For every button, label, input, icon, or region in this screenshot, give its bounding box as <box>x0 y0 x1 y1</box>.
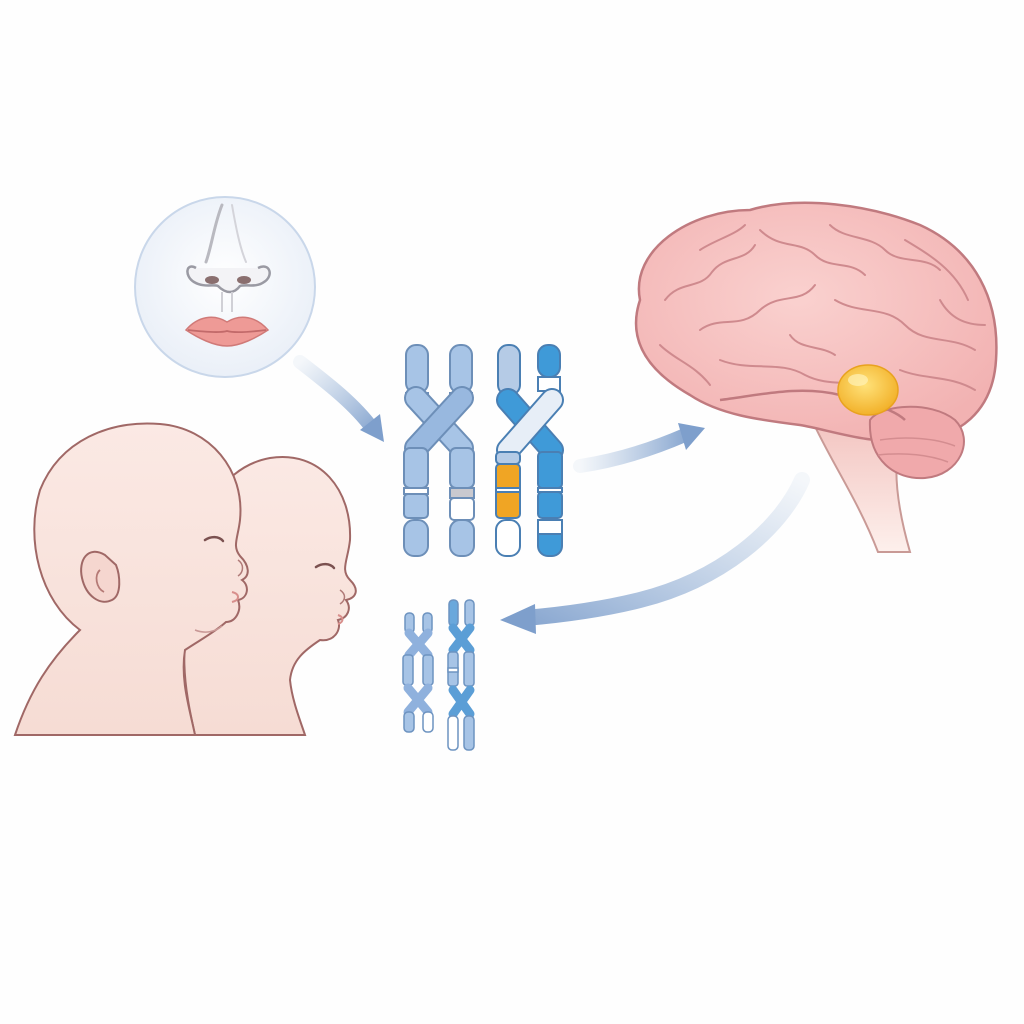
chromosome-pair-small <box>402 599 475 751</box>
chromosome-icon <box>403 344 475 557</box>
brain-icon <box>634 201 998 553</box>
amygdala-highlight <box>837 364 899 416</box>
nose-and-lips-icon <box>134 196 316 378</box>
chromosome-icon <box>402 612 434 733</box>
arrow-brain-to-small-chromosomes <box>500 472 810 634</box>
chromosome-pair-large <box>403 344 564 557</box>
infant-profile-icon <box>13 422 249 736</box>
infant-heads <box>13 422 357 736</box>
arrow-chromosomes-to-brain <box>573 423 705 473</box>
chromosome-icon <box>495 344 564 557</box>
arrow-face-to-chromosomes <box>293 355 384 442</box>
chromosome-icon <box>447 599 475 751</box>
